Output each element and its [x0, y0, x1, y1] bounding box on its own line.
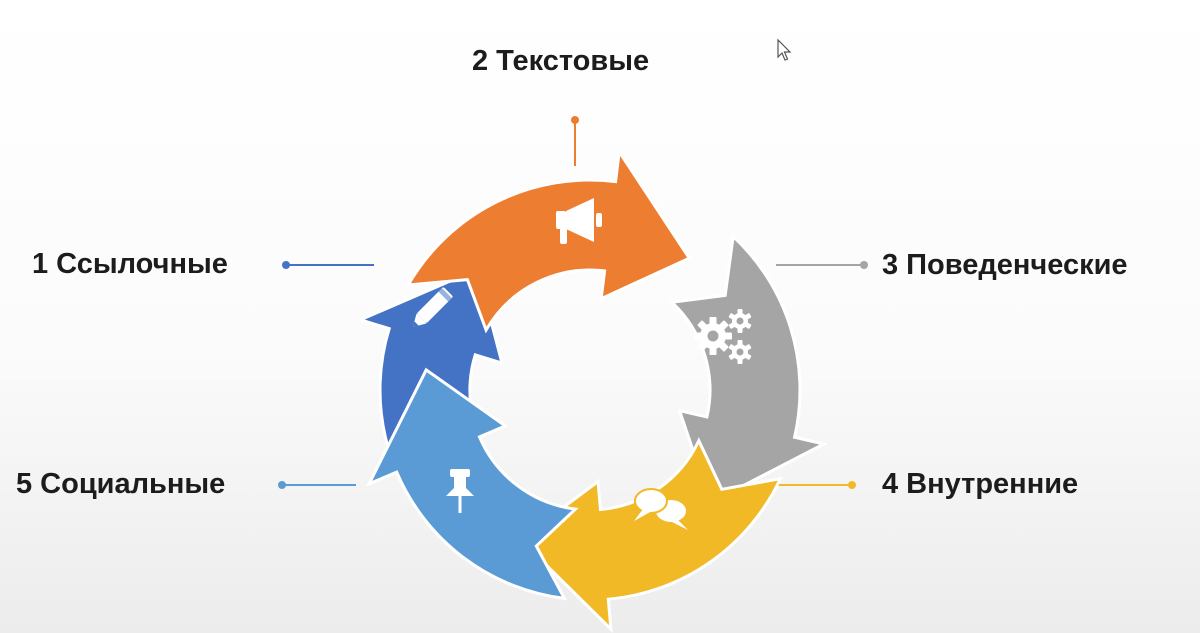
cycle-arrow-2	[405, 147, 692, 334]
cursor-icon	[777, 38, 792, 61]
label-linking: 1 Ссылочные	[32, 248, 228, 280]
cycle-arrow-4	[518, 437, 783, 633]
speech-bubbles-icon	[634, 488, 688, 530]
gears-icon	[694, 309, 752, 364]
connector-2	[571, 116, 579, 166]
pushpin-icon	[446, 469, 474, 513]
label-behavioral: 3 Поведенческие	[882, 249, 1128, 281]
connector-3	[776, 261, 868, 269]
label-internal: 4 Внутренние	[882, 468, 1079, 500]
label-social: 5 Социальные	[16, 468, 226, 500]
connector-5	[278, 481, 356, 489]
label-text: 2 Текстовые	[472, 45, 650, 77]
connector-1	[282, 261, 374, 269]
connectors	[278, 116, 868, 489]
cycle-segments	[356, 147, 829, 633]
cycle-arrow-3	[668, 233, 829, 505]
connector-4	[776, 481, 856, 489]
pencil-icon	[412, 287, 453, 328]
cycle-arrow-5	[365, 367, 579, 601]
megaphone-icon	[556, 198, 602, 244]
